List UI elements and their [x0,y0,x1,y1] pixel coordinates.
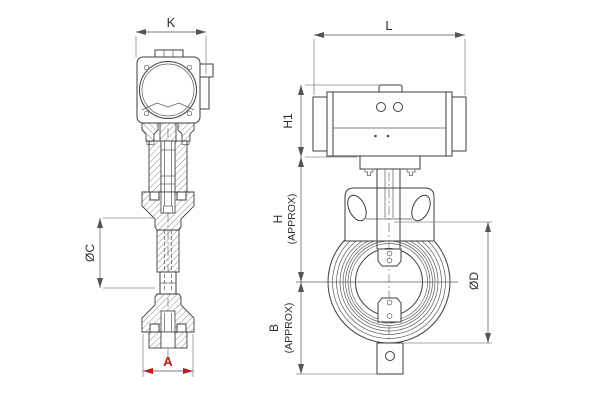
dim-label-H-note: (APPROX) [286,194,298,245]
air-port-connector [199,63,214,78]
dimension-H: H (APPROX) [271,157,304,282]
shoulder-slot [347,194,367,222]
dimension-D: ØD [394,221,492,344]
stem [376,169,401,249]
dim-label-K: K [167,15,176,30]
dimension-H1: H1 [281,84,379,158]
lower-stem-hub [159,271,177,295]
bottom-stem-cover [148,331,188,349]
mounting-bracket [359,155,421,176]
corner-bolt-hole [186,110,193,117]
indicator-dot [374,134,377,138]
dimension-A: A [142,334,194,377]
dim-label-B-note: (APPROX) [283,303,295,354]
dimension-K: K [135,15,207,74]
disc-bottom-hub [377,297,402,323]
actuator-left-end-cap [312,96,328,152]
side-section-view: K ØC A [83,15,214,377]
dim-label-H1: H1 [281,113,295,129]
dim-label-L: L [385,18,392,33]
dim-label-C: ØC [83,244,97,262]
bracket-bolt [364,168,374,176]
neck-shoulder [344,187,435,242]
dimension-B: B (APPROX) [267,282,377,375]
disc-section [156,229,180,273]
position-indicator [141,102,195,111]
bracket-bolt [406,168,416,176]
air-port [393,102,403,112]
bottom-tab [376,342,404,375]
dim-label-A: A [163,354,173,369]
corner-bolt-hole [143,64,150,71]
dimension-L: L [313,18,466,95]
corner-bolt-hole [143,110,150,117]
upper-body-flange-section [141,191,195,231]
dim-label-B: B [267,324,281,332]
shoulder-slot [411,194,431,222]
disc-top-hub [377,248,402,267]
actuator-top-view [136,49,214,124]
dimension-C: ØC [83,217,155,289]
indicator-dot [386,134,390,138]
actuator-cylinder-body [332,91,447,157]
corner-bolt-hole [186,64,193,71]
stem-housing-section [148,140,188,193]
lower-body-flange-section [141,293,195,333]
actuator-right-end-cap [451,96,467,152]
front-view: L H1 H (APPROX) B (APPROX) ØD [267,18,492,375]
air-port [376,102,386,112]
actuator-front-view [312,84,467,157]
dim-label-D: ØD [467,272,481,290]
tab-hole [385,351,395,361]
dim-label-H: H [271,215,285,224]
